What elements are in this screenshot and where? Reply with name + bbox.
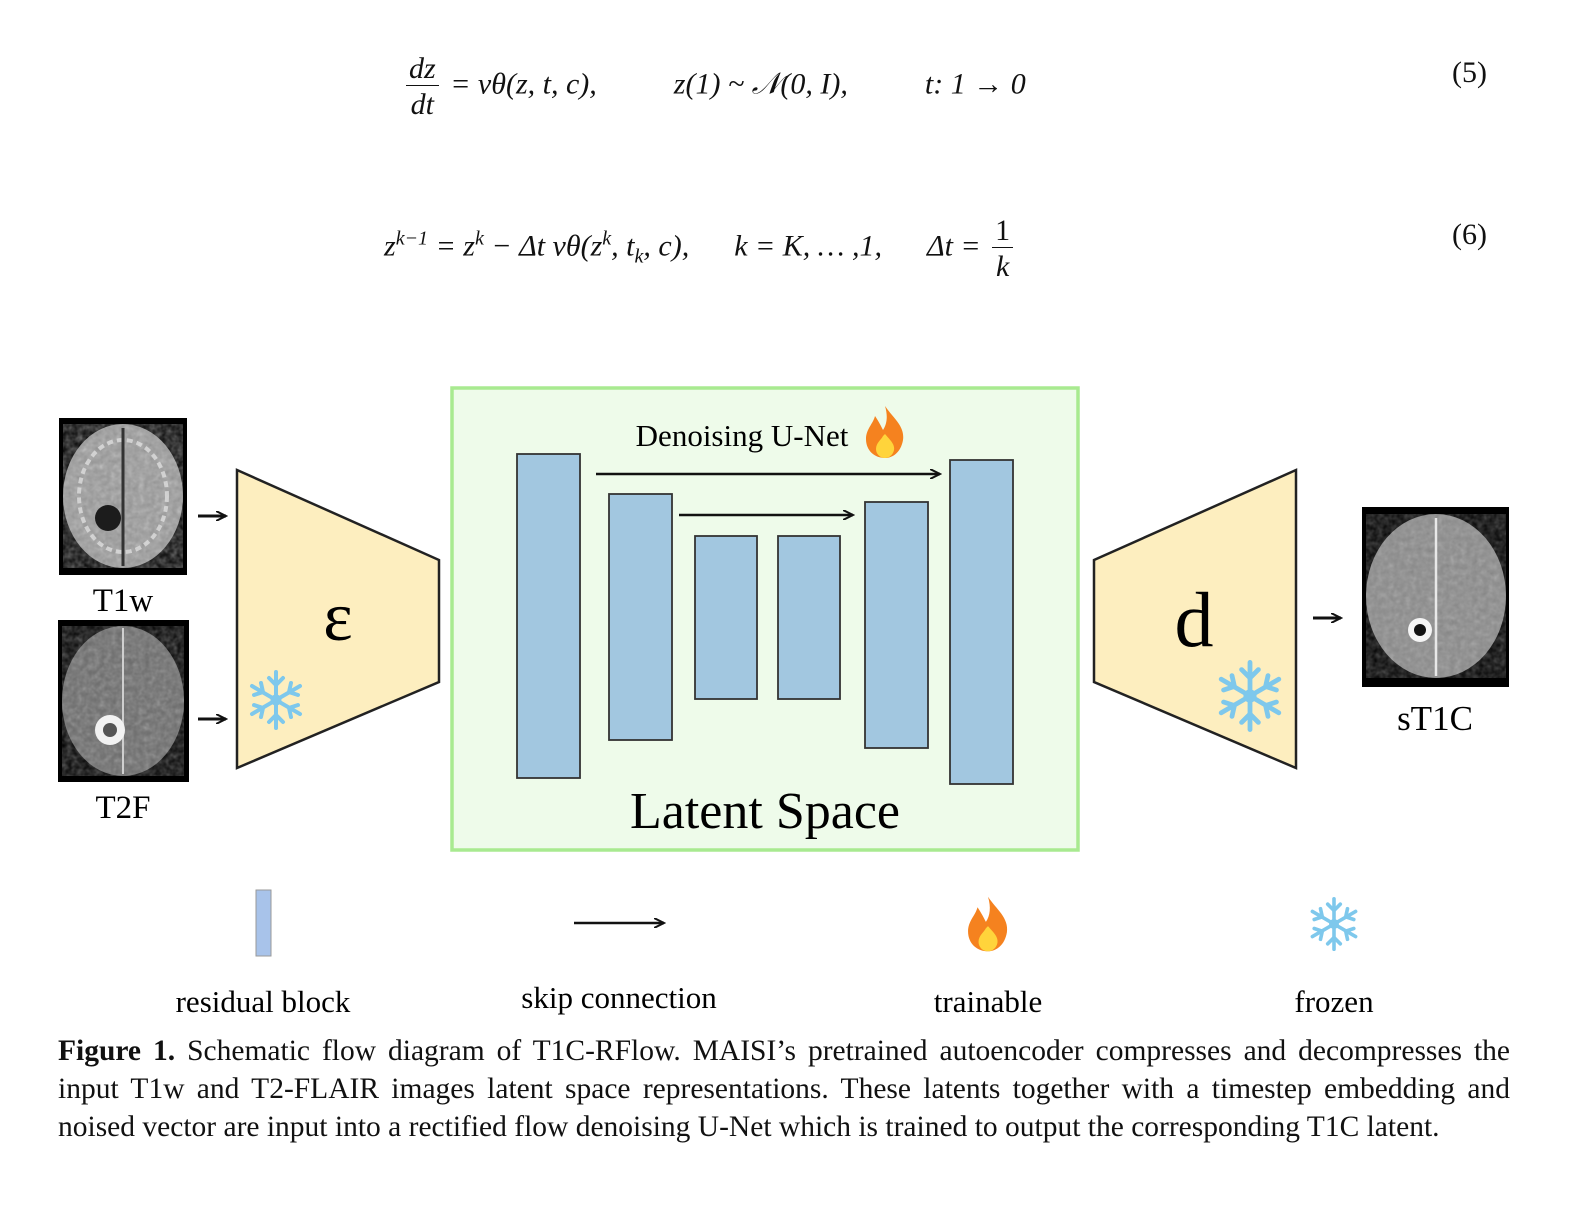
legend-residual-block-label: residual block — [176, 984, 351, 1019]
eq6-lhs-sup: k−1 — [395, 227, 429, 250]
eq5-rhs: = vθ(z, t, c), — [450, 67, 597, 101]
equation-5-number: (5) — [1452, 56, 1487, 89]
st1c-label: sT1C — [1397, 699, 1473, 738]
eq5-fraction: dz dt — [406, 52, 439, 121]
st1c-mri-image — [1362, 507, 1509, 687]
caption-text: Schematic flow diagram of T1C-RFlow. MAI… — [58, 1035, 1511, 1143]
flow-diagram: T1w T2F ε Denoising U-Net Latent Space d — [58, 386, 1509, 1019]
t1w-mri-image — [59, 418, 187, 575]
eq6-fraction: 1 k — [992, 214, 1014, 283]
eq5-time: t: 1 → 0 — [924, 67, 1026, 101]
eq6-rhs-c: , t — [611, 229, 635, 263]
figure-caption: Figure 1. Schematic flow diagram of T1C-… — [58, 1032, 1510, 1146]
unet-block-dec-1 — [949, 459, 1014, 785]
caption-lead: Figure 1. — [58, 1035, 176, 1067]
legend-flame-icon — [968, 896, 1008, 952]
legend-frozen-label: frozen — [1294, 984, 1374, 1019]
equation-6: zk−1 = zk − Δt vθ(zk, tk, c), k = K, … ,… — [384, 214, 1017, 283]
eq6-lhs: z — [384, 229, 396, 263]
t2f-mri-image — [58, 620, 189, 782]
eq6-rhs-d: , c), — [643, 229, 690, 263]
eq5-init: z(1) ~ 𝒩(0, I), — [673, 67, 848, 101]
eq5-numerator: dz — [406, 52, 439, 86]
legend-trainable-label: trainable — [934, 984, 1042, 1019]
eq6-rhs-a: = z — [435, 229, 475, 263]
eq6-denominator: k — [995, 250, 1010, 283]
t1w-label: T1w — [93, 583, 154, 619]
unet-block-enc-2 — [608, 493, 673, 741]
unet-block-bottleneck-2 — [777, 535, 841, 700]
latent-space-label: Latent Space — [630, 783, 900, 840]
eq5-denominator: dt — [410, 88, 435, 121]
equation-5: dz dt = vθ(z, t, c), z(1) ~ 𝒩(0, I), t: … — [402, 52, 1026, 121]
eq6-dt: Δt = — [926, 229, 981, 263]
eq6-rhs-b-sup: k — [602, 227, 612, 250]
unet-block-bottleneck-1 — [694, 535, 758, 700]
eq6-range: k = K, … ,1, — [734, 229, 882, 263]
legend-snowflake-icon — [1310, 896, 1358, 952]
unet-block-enc-1 — [516, 453, 581, 779]
equation-6-number: (6) — [1452, 218, 1487, 251]
eq6-rhs-b: − Δt vθ(z — [483, 229, 603, 263]
eq6-rhs-c-sub: k — [634, 245, 644, 268]
decoder-symbol: d — [1175, 576, 1214, 663]
unet-block-dec-2 — [864, 501, 929, 749]
eq6-rhs-a-sup: k — [474, 227, 484, 250]
t2f-label: T2F — [95, 790, 150, 826]
eq6-numerator: 1 — [992, 214, 1014, 248]
legend-skip-connection-label: skip connection — [521, 980, 717, 1015]
legend-residual-block-swatch — [255, 889, 272, 957]
denoising-unet-label: Denoising U-Net — [636, 418, 849, 453]
encoder-symbol: ε — [323, 579, 352, 656]
